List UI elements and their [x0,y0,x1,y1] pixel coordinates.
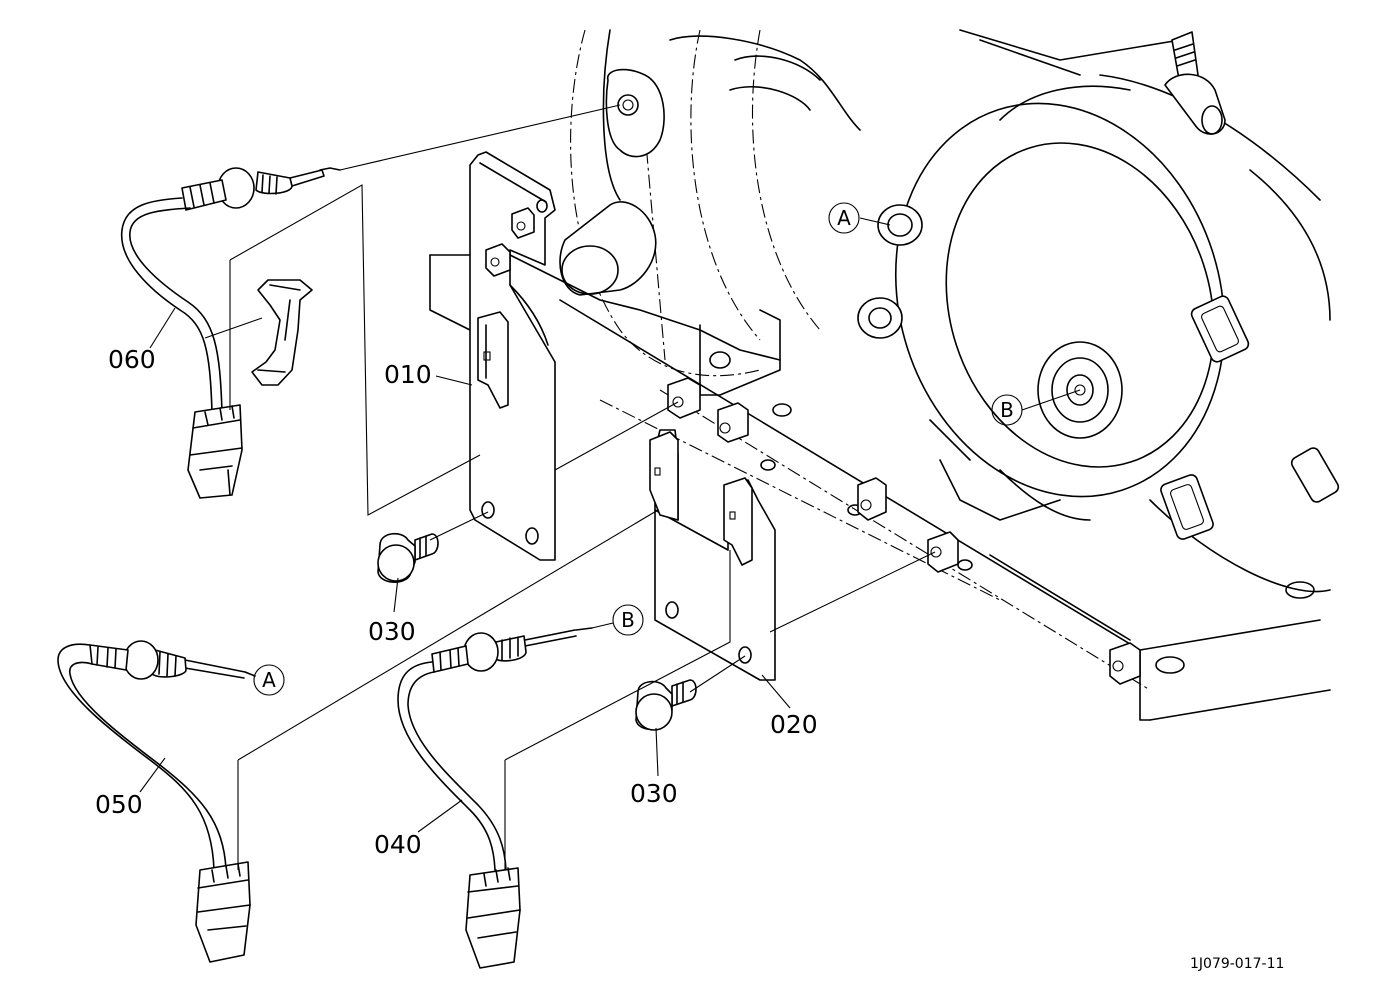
part-label-010: 010 [384,360,432,389]
callout-a-sensor-label: A [262,668,276,692]
sensor-060 [120,167,341,499]
sensor-050 [57,640,256,963]
assembly-lines [229,104,1081,870]
part-label-060: 060 [108,345,156,374]
wire-clip [251,279,313,386]
callout-b-engine-label: B [1000,398,1014,422]
bracket-010 [469,151,556,561]
bolt-030-lower [635,679,697,731]
figure-code: 1J079-017-11 [1190,956,1284,972]
alternator-body [857,31,1340,593]
callout-a-engine: A [828,202,860,234]
part-label-030-upper: 030 [368,617,416,646]
callout-b-sensor: B [591,604,644,636]
part-label-050: 050 [95,790,143,819]
callout-b-engine: B [991,394,1023,426]
callout-a-engine-label: A [837,206,851,230]
part-label-040: 040 [374,830,422,859]
sensor-040 [397,627,593,969]
part-label-020: 020 [770,710,818,739]
bracket-020 [649,429,776,681]
part-labels: 010 060 030 030 020 050 040 [95,307,818,859]
engine-housing [429,29,1181,691]
base-frame-rail [559,299,1331,721]
callout-b-sensor-label: B [621,608,635,632]
bolt-030-upper [377,532,439,583]
part-label-030-lower: 030 [630,779,678,808]
callout-a-sensor: A [253,664,285,696]
